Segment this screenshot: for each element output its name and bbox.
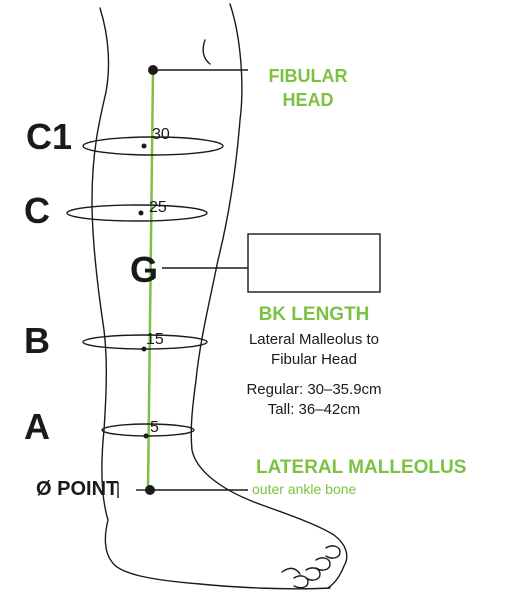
- dot-c1: [142, 144, 147, 149]
- bk-length-description: Lateral Malleolus to Fibular Head: [214, 330, 414, 370]
- bk-length-desc-line2: Fibular Head: [214, 350, 414, 370]
- level-b-label: B: [24, 320, 50, 362]
- level-c1-value: 30: [152, 126, 170, 144]
- dot-c: [139, 211, 144, 216]
- level-g-label: G: [130, 249, 158, 291]
- toe-2: [316, 558, 330, 570]
- ring-c: [67, 205, 207, 221]
- toe-1: [326, 546, 340, 558]
- knee-crease: [203, 40, 210, 64]
- fibular-head-line1: FIBULAR: [262, 64, 354, 88]
- bk-length-title: BK LENGTH: [248, 304, 380, 326]
- dot-a: [144, 434, 149, 439]
- level-c1-label: C1: [26, 116, 72, 158]
- toe-3: [306, 568, 320, 580]
- level-c-value: 25: [149, 199, 167, 217]
- level-a-label: A: [24, 406, 50, 448]
- lateral-malleolus-subtitle: outer ankle bone: [252, 481, 356, 497]
- toe-4: [294, 576, 308, 588]
- ankle-skin-line: [282, 568, 300, 574]
- bk-length-regular: Regular: 30–35.9cm: [214, 380, 414, 400]
- fibular-head-label: FIBULAR HEAD: [262, 64, 354, 112]
- zero-point-label: Ø POINT: [36, 478, 118, 501]
- bk-length-desc-line1: Lateral Malleolus to: [214, 330, 414, 350]
- bk-length-box: [248, 234, 380, 292]
- level-c-label: C: [24, 190, 50, 232]
- bk-length-sizes: Regular: 30–35.9cm Tall: 36–42cm: [214, 380, 414, 420]
- lateral-malleolus-title: LATERAL MALLEOLUS: [256, 457, 466, 479]
- fibular-head-line2: HEAD: [262, 88, 354, 112]
- level-a-value: 5: [150, 419, 159, 437]
- bk-length-tall: Tall: 36–42cm: [214, 400, 414, 420]
- level-b-value: 15: [146, 331, 164, 349]
